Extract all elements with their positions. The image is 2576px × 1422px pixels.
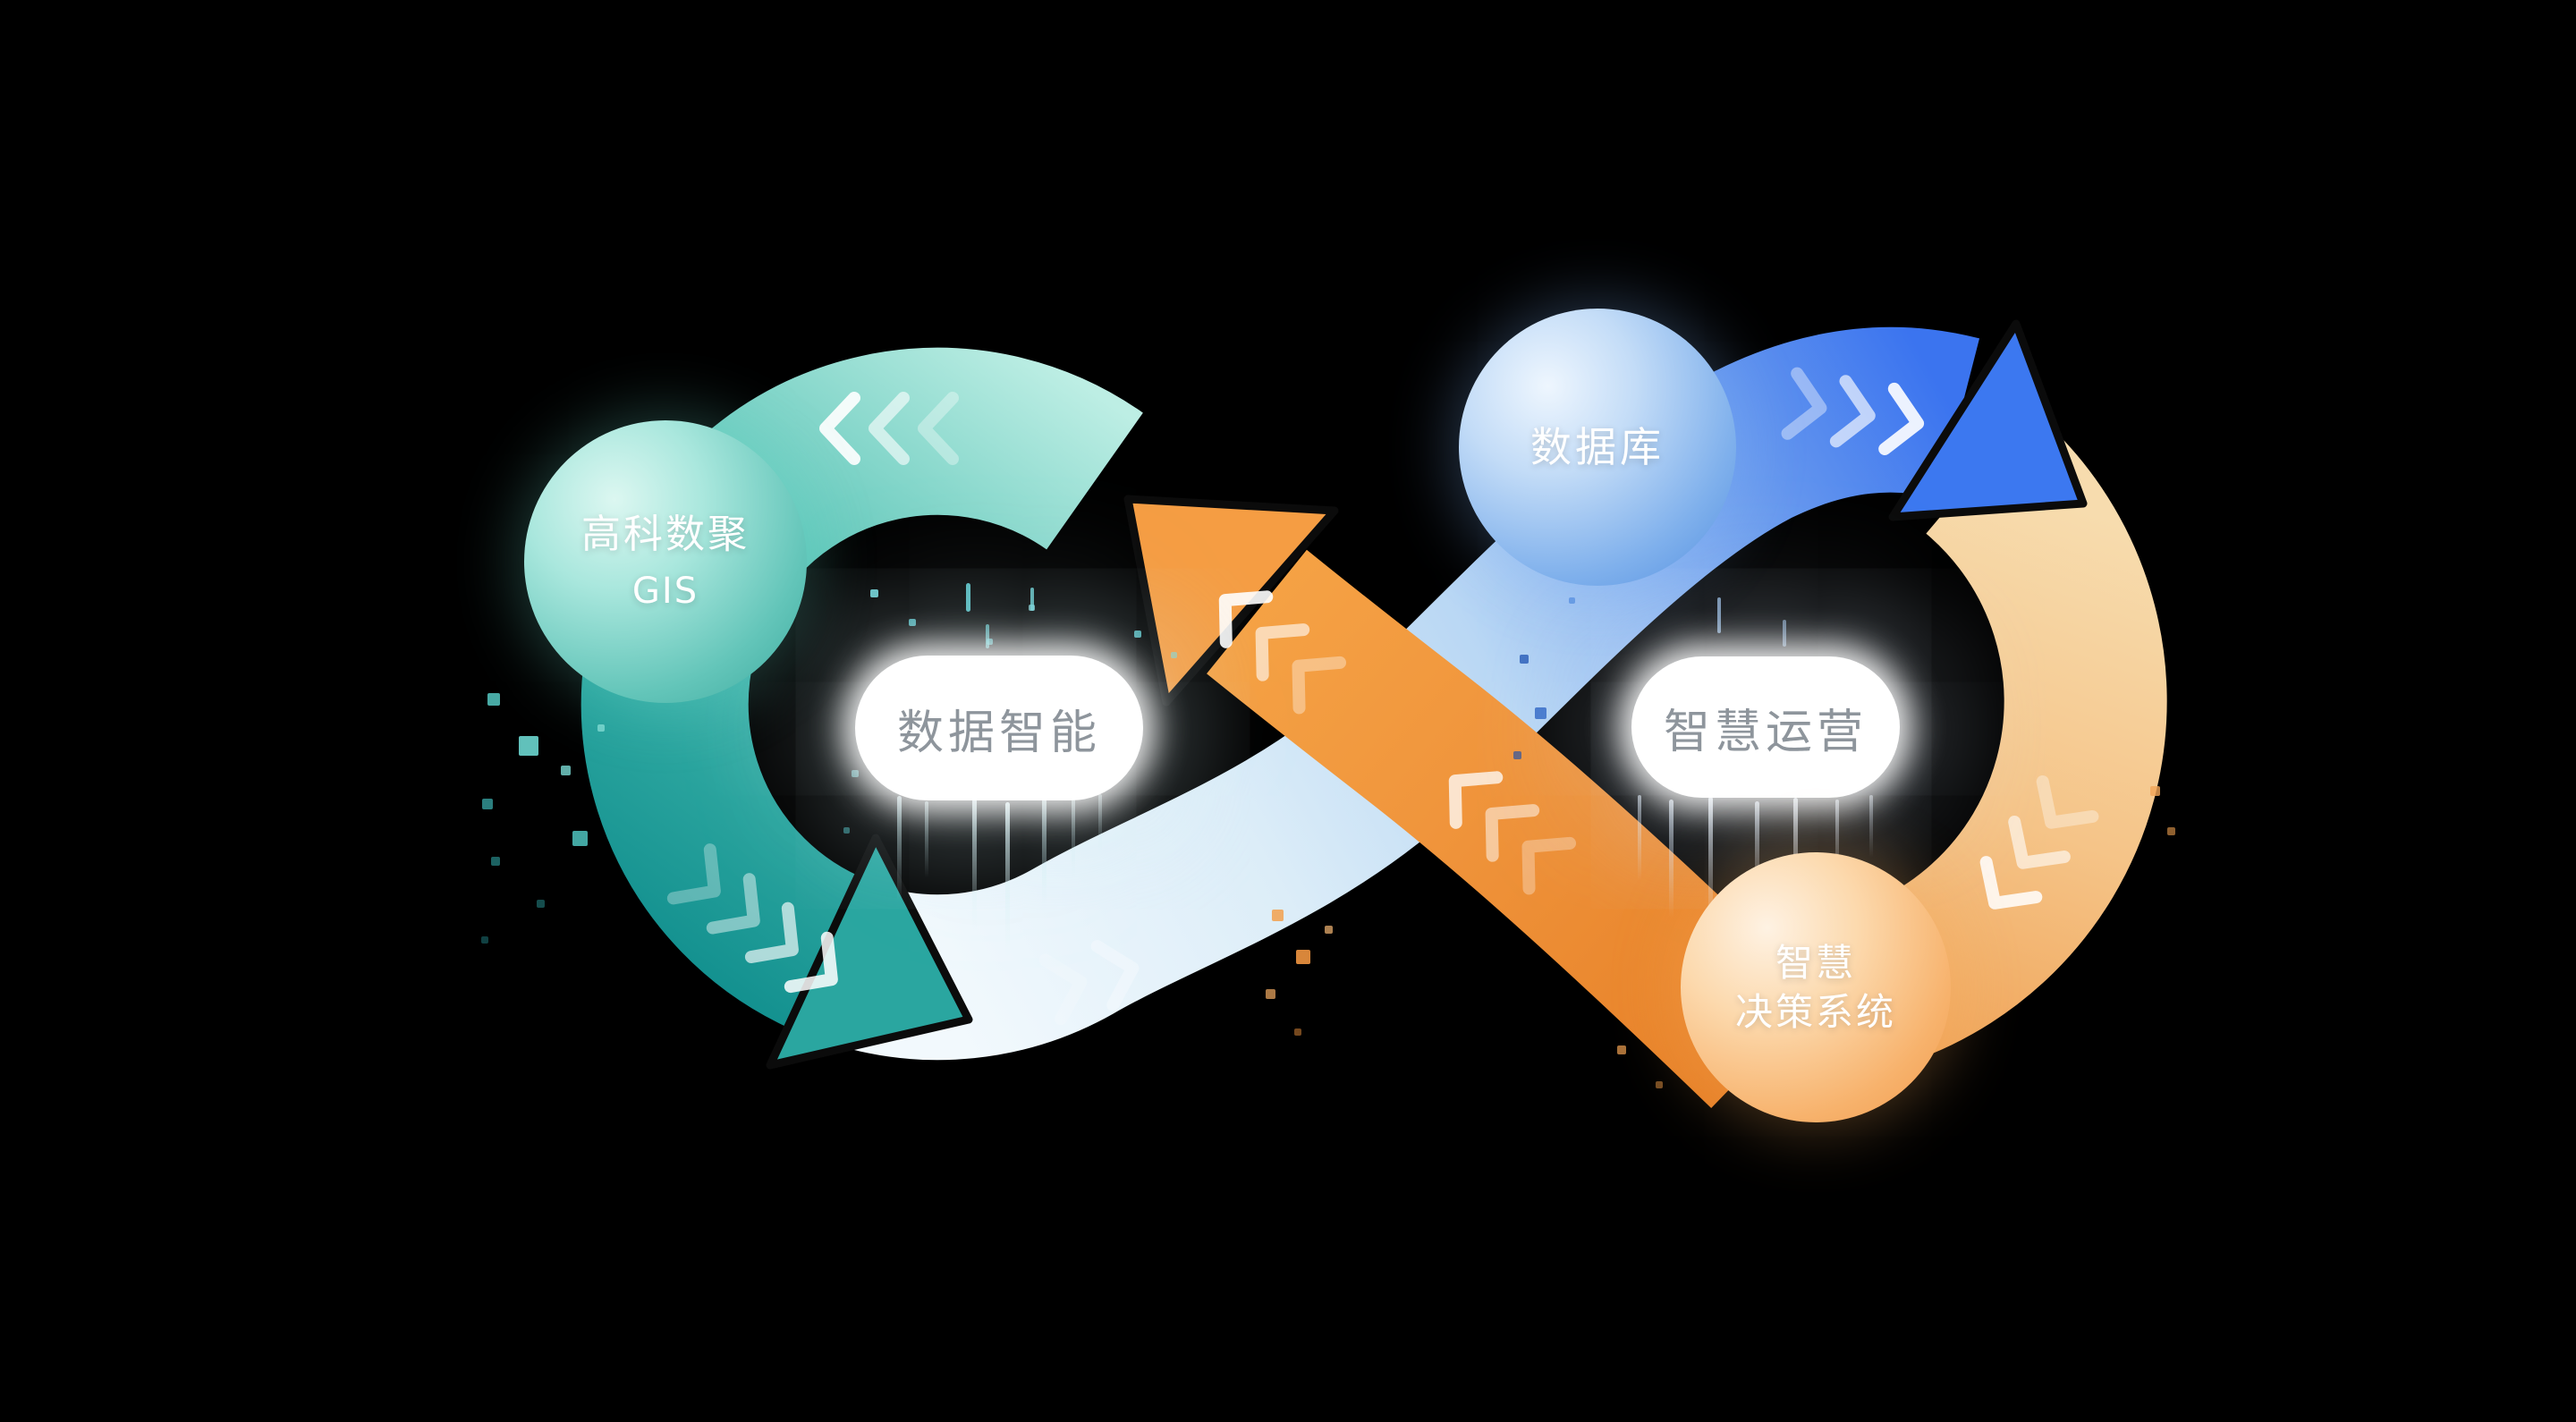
node-database: 数据库 [1459,309,1736,586]
blue-arrowhead-icon [1888,319,2088,521]
node-gis: 高科数聚 GIS [524,420,807,703]
node-gis-line2: GIS [631,570,699,612]
node-decision-line1: 智慧 [1775,940,1856,985]
pill-data-intelligence-label: 数据智能 [896,706,1101,760]
node-database-label: 数据库 [1530,422,1665,471]
node-decision-line2: 决策系统 [1734,990,1896,1034]
pill-smart-operation-label: 智慧运营 [1663,705,1868,759]
band-orange-cross [1207,549,1822,1109]
node-gis-line1: 高科数聚 [581,511,750,557]
pill-data-intelligence: 数据智能 [855,656,1143,800]
node-decision-system: 智慧 决策系统 [1681,852,1951,1122]
pill-smart-operation: 智慧运营 [1631,656,1900,798]
